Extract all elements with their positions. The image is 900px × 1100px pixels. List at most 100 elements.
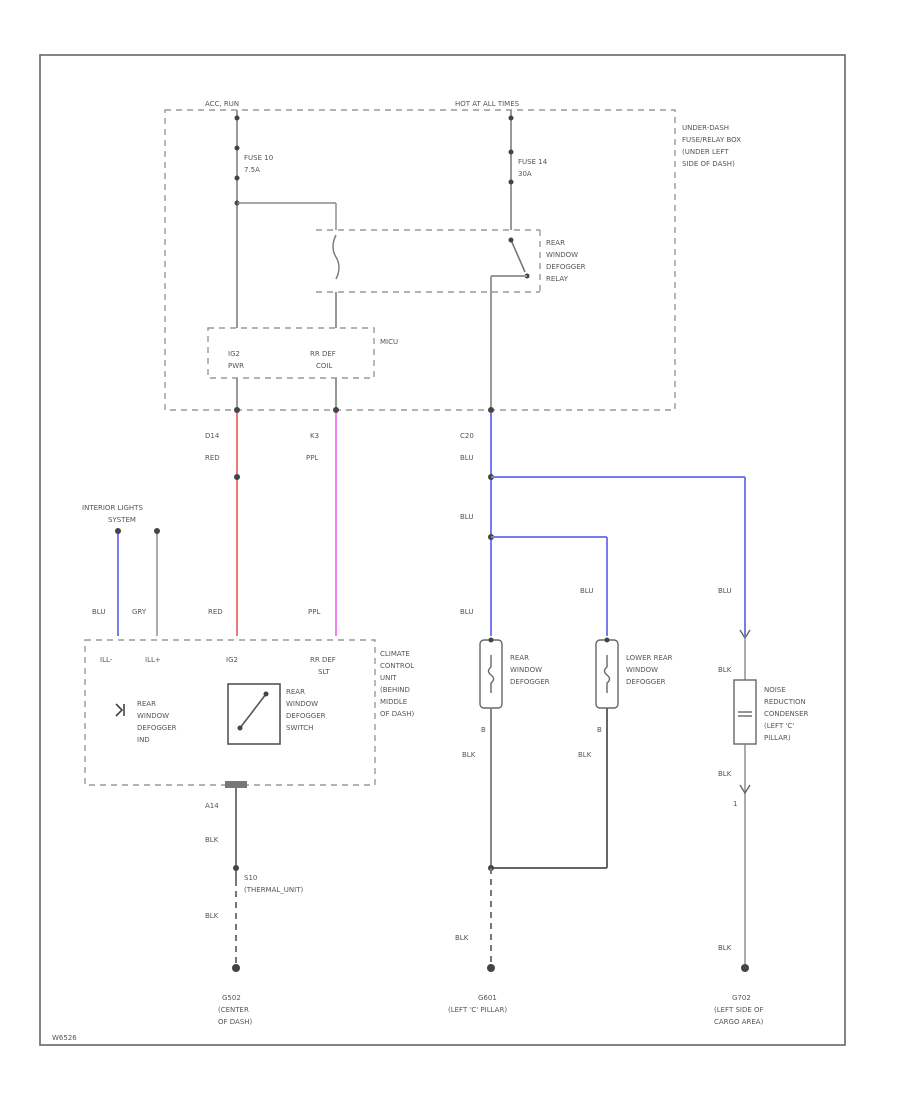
def2-label-1: LOWER REAR <box>626 654 673 662</box>
cond-pin: 1 <box>733 800 737 808</box>
wire-red-color: RED <box>205 454 220 462</box>
ground-g702-icon <box>741 964 749 972</box>
wire-ill-color-2: GRY <box>132 608 147 616</box>
micu-pin-rrdef-sub: COIL <box>316 362 332 370</box>
relay-label-2: WINDOW <box>546 251 578 259</box>
fuse-10-name: FUSE 10 <box>244 154 273 162</box>
relay-label-1: REAR <box>546 239 565 247</box>
climate-label-1: CLIMATE <box>380 650 410 658</box>
interior-lights-label-1: INTERIOR LIGHTS <box>82 504 143 512</box>
defogger-indicator-icon <box>115 703 125 717</box>
micu-label: MICU <box>380 338 398 346</box>
def2-blk: BLK <box>578 751 592 759</box>
relay-label-4: RELAY <box>546 275 569 283</box>
def1-label-2: WINDOW <box>510 666 542 674</box>
wire-rr-color: PPL <box>308 608 320 616</box>
g702-label-3: CARGO AREA) <box>714 1018 764 1026</box>
ground-g601-icon <box>487 964 495 972</box>
switch-label-3: DEFOGGER <box>286 712 326 720</box>
fuse-box-label-2: FUSE/RELAY BOX <box>682 136 741 144</box>
def2-label-2: WINDOW <box>626 666 658 674</box>
def1-blk: BLK <box>462 751 476 759</box>
cond-mid-color: BLK <box>718 770 732 778</box>
feed-hot-label: HOT AT ALL TIMES <box>455 100 520 108</box>
pin-ill-minus: ILL- <box>100 656 113 664</box>
climate-control-box <box>84 639 376 786</box>
def2-pin: B <box>597 726 602 734</box>
micu-pin-ig2: IG2 <box>228 350 240 358</box>
wire-blue-color-3: BLU <box>460 608 473 616</box>
wire-pink-conn: K3 <box>310 432 319 440</box>
cond-label-3: CONDENSER <box>764 710 809 718</box>
g702-label-2: (LEFT SIDE OF <box>714 1006 764 1014</box>
g601-label-1: G601 <box>478 994 497 1002</box>
cond-label-4: (LEFT 'C' <box>764 722 794 730</box>
def1-label-3: DEFOGGER <box>510 678 550 686</box>
wire-red-conn: D14 <box>205 432 220 440</box>
wire-ig2-color: RED <box>208 608 223 616</box>
wire-ill-color: BLU <box>92 608 105 616</box>
wire-blue-color-4: BLU <box>580 587 593 595</box>
micu-pin-rrdef: RR DEF <box>310 350 336 358</box>
wire-blue-color-5: BLU <box>718 587 731 595</box>
wire-pink-color: PPL <box>306 454 318 462</box>
condenser-icon <box>733 629 757 968</box>
switch-label-2: WINDOW <box>286 700 318 708</box>
gnd-color-2: BLK <box>205 912 219 920</box>
micu-box <box>207 327 375 379</box>
fuse-box-label-4: SIDE OF DASH) <box>682 160 735 168</box>
indicator-label-2: WINDOW <box>137 712 169 720</box>
fuse-14-rating: 30A <box>518 170 532 178</box>
switch-label-4: SWITCH <box>286 724 313 732</box>
diagram-id: W6526 <box>52 1034 77 1042</box>
splice-label: S10 <box>244 874 257 882</box>
climate-label-3: UNIT <box>380 674 397 682</box>
climate-label-4: (BEHIND <box>380 686 410 694</box>
pin-rrdef-sub: SLT <box>318 668 330 676</box>
pin-rrdef: RR DEF <box>310 656 336 664</box>
wire-blue-color-1: BLU <box>460 454 473 462</box>
g601-label-2: (LEFT 'C' PILLAR) <box>448 1006 507 1014</box>
cond-label-1: NOISE <box>764 686 786 694</box>
pin-ig2: IG2 <box>226 656 238 664</box>
fuse-14-name: FUSE 14 <box>518 158 548 166</box>
defogger-relay <box>237 202 541 293</box>
indicator-label-3: DEFOGGER <box>137 724 177 732</box>
climate-label-2: CONTROL <box>380 662 414 670</box>
gnd-color: BLK <box>205 836 219 844</box>
fuse-box-label-1: UNDER-DASH <box>682 124 729 132</box>
feed-acc-label: ACC, RUN <box>205 100 239 108</box>
def-blk-3: BLK <box>455 934 469 942</box>
fuse-14 <box>508 110 514 230</box>
defogger-switch-icon <box>227 683 281 745</box>
fuse-relay-box <box>164 109 676 411</box>
splice-label-sub: (THERMAL_UNIT) <box>244 886 303 894</box>
diagram-frame <box>39 54 846 1046</box>
def1-pin: B <box>481 726 486 734</box>
g702-label-1: G702 <box>732 994 751 1002</box>
fuse-10 <box>234 110 240 328</box>
cond-label-5: PILLAR) <box>764 734 791 742</box>
rear-defogger-icon <box>479 637 503 709</box>
cond-top-color: BLK <box>718 666 732 674</box>
switch-label-1: REAR <box>286 688 305 696</box>
wire-blue-conn: C20 <box>460 432 474 440</box>
def2-label-3: DEFOGGER <box>626 678 666 686</box>
g502-label-2: (CENTER <box>218 1006 249 1014</box>
g502-label-1: G502 <box>222 994 241 1002</box>
def1-label-1: REAR <box>510 654 529 662</box>
wire-blue-color-2: BLU <box>460 513 473 521</box>
climate-label-5: MIDDLE <box>380 698 407 706</box>
relay-label-3: DEFOGGER <box>546 263 586 271</box>
pin-ill-plus: ILL+ <box>145 656 161 664</box>
gnd-conn: A14 <box>205 802 219 810</box>
fuse-10-rating: 7.5A <box>244 166 260 174</box>
cond-label-2: REDUCTION <box>764 698 806 706</box>
interior-lights-label-2: SYSTEM <box>108 516 136 524</box>
g502-label-3: OF DASH) <box>218 1018 253 1026</box>
cond-bot-color: BLK <box>718 944 732 952</box>
indicator-label-4: IND <box>137 736 150 744</box>
fuse-box-label-3: (UNDER LEFT <box>682 148 729 156</box>
climate-label-6: OF DASH) <box>380 710 415 718</box>
